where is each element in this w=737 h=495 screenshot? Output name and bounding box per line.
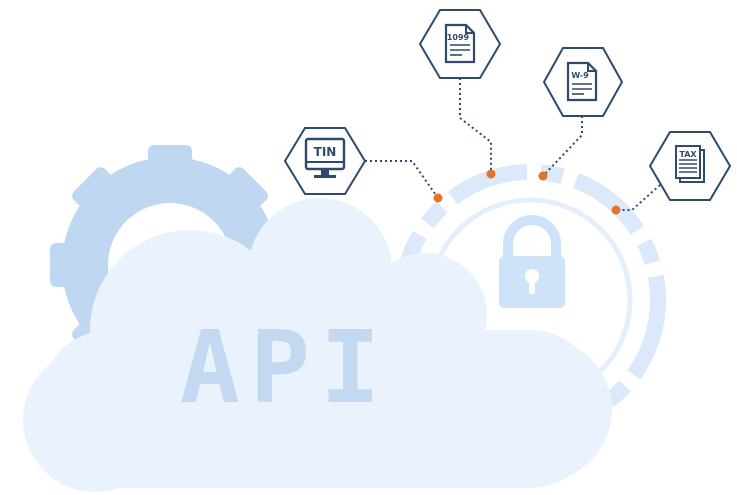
- api-label: API: [180, 309, 391, 426]
- connector-lines: [365, 78, 661, 211]
- tin-badge: TIN: [283, 127, 367, 195]
- dot-tin: [433, 193, 443, 203]
- dot-w9: [538, 171, 548, 181]
- document-icon: [444, 23, 476, 64]
- padlock-icon: [499, 215, 565, 308]
- tin-label: TIN: [314, 145, 337, 159]
- connector-dots: [433, 169, 621, 215]
- form-1099-label: 1099: [447, 33, 470, 42]
- tax-label: TAX: [679, 150, 697, 159]
- connector-1099: [459, 78, 492, 174]
- connector-w9: [542, 116, 583, 177]
- form-w9-label: W-9: [571, 71, 589, 80]
- cloud-icon: [23, 198, 612, 492]
- document-icon: [566, 61, 598, 102]
- dot-tax: [611, 205, 621, 215]
- tax-document-stack-icon: [675, 145, 705, 183]
- form-w9-badge: W-9: [542, 47, 624, 117]
- monitor-icon: [304, 137, 346, 178]
- connector-tin: [365, 160, 439, 199]
- form-1099-badge: 1099: [418, 9, 502, 79]
- tax-badge: TAX: [648, 131, 732, 201]
- dot-1099: [486, 169, 496, 179]
